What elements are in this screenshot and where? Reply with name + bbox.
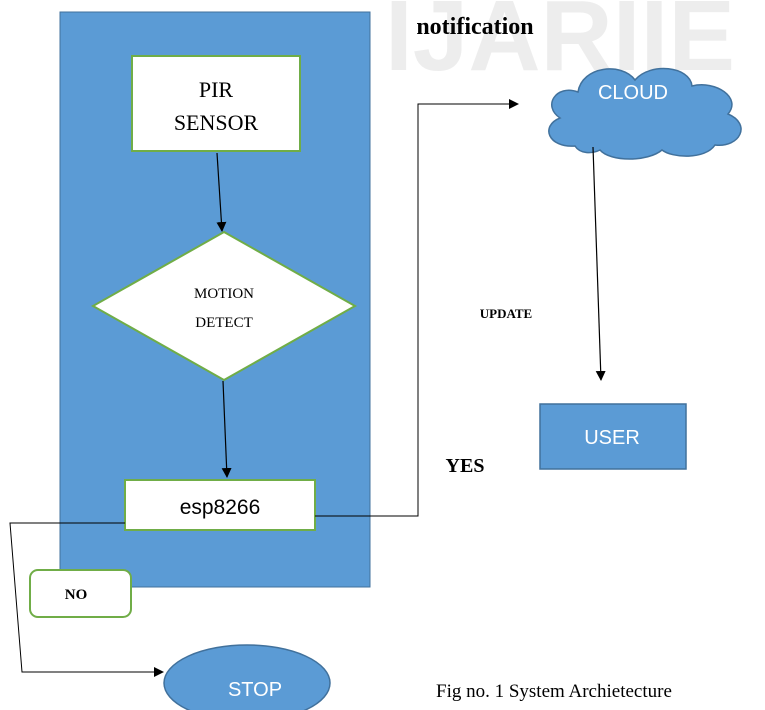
- cloud-node: CLOUD: [548, 67, 742, 160]
- stop-label: STOP: [228, 679, 282, 701]
- arrow-pir-to-motion: [216, 152, 227, 232]
- no-node: NO: [29, 569, 132, 618]
- esp8266-label: esp8266: [180, 496, 261, 519]
- notification-label: notification: [416, 14, 533, 40]
- arrow-esp-to-stop: [9, 522, 164, 677]
- update-label: UPDATE: [480, 306, 532, 321]
- figure-caption: Fig no. 1 System Archietecture: [436, 681, 672, 702]
- stop-node: STOP: [163, 644, 331, 710]
- pir-sensor-node: PIR SENSOR: [131, 55, 301, 152]
- no-label: NO: [65, 587, 88, 603]
- pir-sensor-label-line2: SENSOR: [174, 110, 259, 135]
- arrow-esp-to-cloud: [315, 99, 519, 517]
- arrow-cloud-to-user: [592, 146, 606, 381]
- user-node: USER: [539, 403, 687, 470]
- user-label: USER: [584, 427, 640, 449]
- arrow-motion-to-esp: [221, 380, 232, 478]
- cloud-label: CLOUD: [598, 82, 668, 104]
- esp8266-node: esp8266: [124, 479, 316, 531]
- yes-label: YES: [446, 455, 485, 477]
- motion-detect-node: MOTION DETECT: [90, 230, 358, 382]
- motion-detect-label-line2: DETECT: [195, 315, 253, 331]
- pir-sensor-label-line1: PIR: [199, 77, 234, 102]
- motion-detect-label-line1: MOTION: [194, 286, 254, 302]
